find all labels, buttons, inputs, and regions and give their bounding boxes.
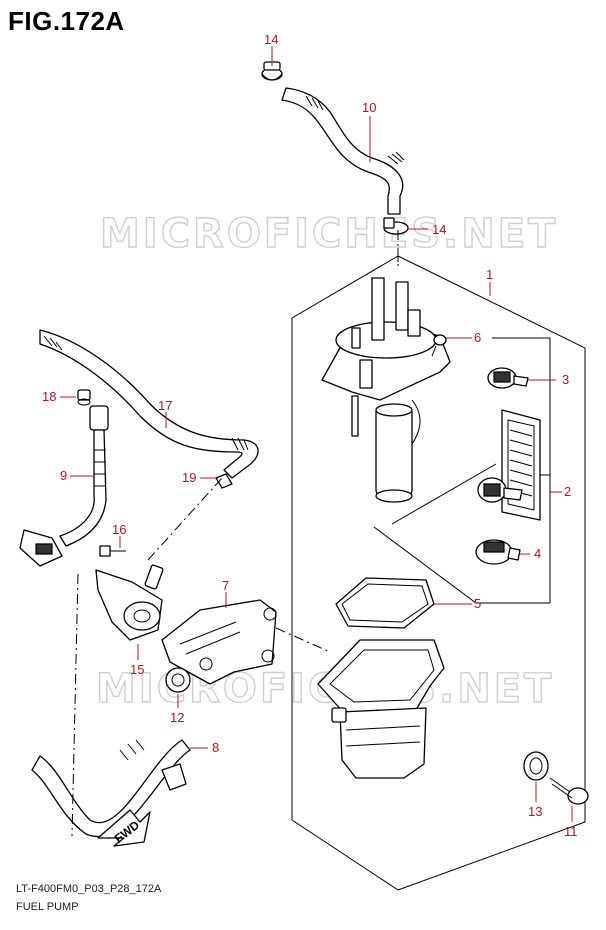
clip-19 <box>215 473 233 489</box>
diagram-name: FUEL PUMP <box>16 901 79 913</box>
bracket-2-lower <box>540 474 551 603</box>
callout-13: 13 <box>528 804 542 819</box>
valve-15 <box>95 477 223 641</box>
bolt-11 <box>549 777 589 805</box>
clamp-18 <box>77 389 91 406</box>
regulator-3 <box>487 367 529 389</box>
fuel-hose-upper <box>281 87 405 215</box>
hose-8 <box>31 739 191 838</box>
fuel-pump-assembly <box>321 277 451 503</box>
watermark-top: MICROFICHES.NET <box>100 211 558 257</box>
callout-4: 4 <box>534 546 541 561</box>
screw-6 <box>431 334 447 357</box>
callout-14-mid: 14 <box>432 222 446 237</box>
leader-dashed-1 <box>71 573 79 837</box>
bracket-5 <box>373 526 550 604</box>
gasket-5 <box>335 577 435 629</box>
fuel-filter-2 <box>477 409 541 521</box>
callout-15: 15 <box>130 662 144 677</box>
callout-11: 11 <box>564 824 578 839</box>
callout-19: 19 <box>182 470 196 485</box>
callout-12: 12 <box>170 710 184 725</box>
figure-title: FIG.172A <box>8 6 125 36</box>
grommet-13 <box>523 751 549 781</box>
wiring-harness-9 <box>19 405 109 567</box>
pump-housing <box>317 639 445 779</box>
leader-dashed-2 <box>275 627 331 653</box>
diagram-code: LT-F400FM0_P03_P28_172A <box>16 883 162 895</box>
bracket-3-diag <box>391 463 497 525</box>
holder-4 <box>475 539 521 565</box>
callout-1: 1 <box>486 267 493 282</box>
callout-16: 16 <box>112 522 126 537</box>
callout-2: 2 <box>564 484 571 499</box>
callout-8: 8 <box>212 740 219 755</box>
callout-9: 9 <box>60 468 67 483</box>
bolt-16 <box>99 545 126 557</box>
fuel-hose-17 <box>39 329 259 479</box>
fwd-arrow-icon: FWD <box>97 809 151 847</box>
callout-3: 3 <box>562 372 569 387</box>
hose-clamp-middle <box>383 217 409 235</box>
grommet-12 <box>165 667 191 693</box>
callout-6: 6 <box>474 330 481 345</box>
callout-14-top: 14 <box>264 32 278 47</box>
callout-7: 7 <box>222 578 229 593</box>
callout-5: 5 <box>474 596 481 611</box>
callout-10: 10 <box>362 100 376 115</box>
callout-17: 17 <box>158 398 172 413</box>
callout-18: 18 <box>42 389 56 404</box>
assembly-frame <box>291 255 586 891</box>
